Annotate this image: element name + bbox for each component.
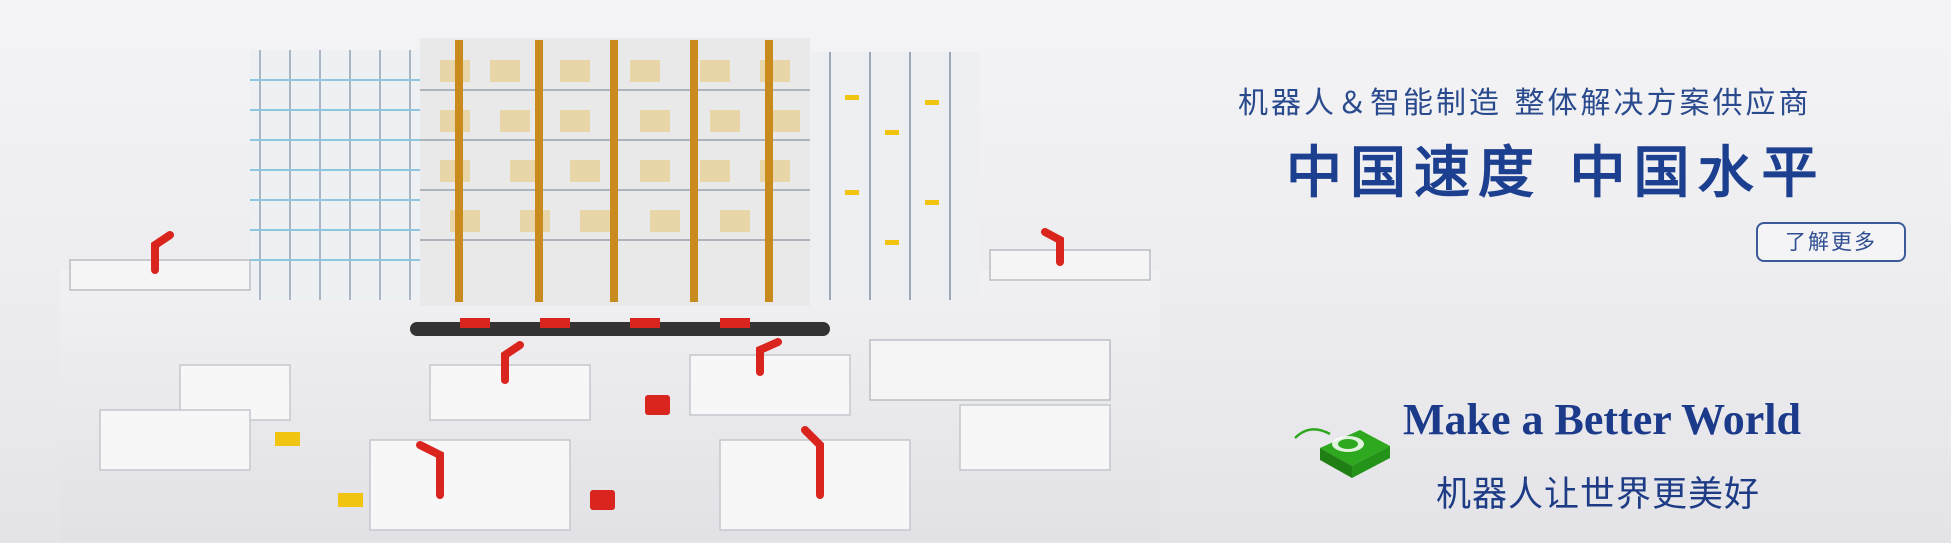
workcell (429, 364, 591, 421)
rack-middle (420, 38, 810, 306)
green-robot-mouse-icon (1294, 428, 1390, 478)
workcell (689, 354, 851, 416)
robot-arm (801, 426, 824, 499)
robot-arm (1041, 228, 1064, 266)
motto-chinese: 机器人让世界更美好 (1436, 475, 1761, 515)
rack-right (810, 52, 980, 300)
agv (590, 490, 615, 510)
robot-arm (416, 441, 444, 499)
agv (645, 395, 670, 415)
conveyor-right (989, 249, 1151, 281)
motto-english: Make a Better World (1403, 395, 1801, 444)
learn-more-button[interactable]: 了解更多 (1756, 222, 1906, 262)
workcell (959, 404, 1111, 471)
robot-arm (756, 338, 782, 376)
conveyor-left (69, 259, 251, 291)
robot-arm (151, 231, 174, 274)
tagline: 机器人＆智能制造 整体解决方案供应商 (1238, 86, 1812, 121)
robot-arm (501, 341, 524, 384)
rack-left (250, 50, 420, 300)
workcell (719, 439, 911, 531)
workcell (369, 439, 571, 531)
sorting-line (869, 339, 1111, 401)
agv (338, 493, 363, 507)
warehouse-illustration (60, 38, 1160, 540)
agv (275, 432, 300, 446)
workcell (99, 409, 251, 471)
conveyor-loop (410, 318, 830, 336)
slogan: 中国速度 中国水平 (1286, 140, 1826, 206)
